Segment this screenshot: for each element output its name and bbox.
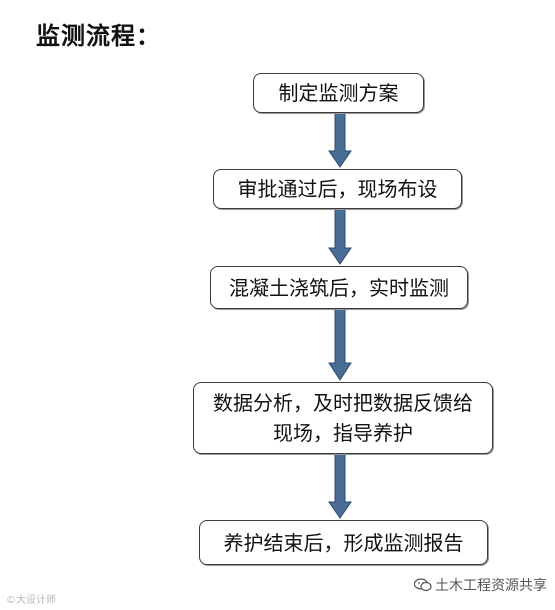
flow-step-text: 审批通过后，现场布设 (237, 177, 438, 201)
flow-step-report: 养护结束后，形成监测报告 (199, 520, 488, 565)
flow-step-text-line-1: 数据分析，及时把数据反馈给 (213, 391, 473, 415)
watermark-left: ©大设计师 (6, 595, 56, 606)
flow-step-text: 制定监测方案 (278, 81, 399, 105)
flow-step-text: 混凝土浇筑后，实时监测 (229, 275, 449, 300)
flow-arrow-1 (328, 112, 352, 168)
flow-step-monitoring: 混凝土浇筑后，实时监测 (210, 266, 468, 309)
watermark-right-text: 土木工程资源共享 (435, 578, 547, 594)
flow-step-text-line-2: 现场，指导养护 (273, 421, 413, 445)
page-title: 监测流程： (36, 22, 161, 50)
flow-step-text: 养护结束后，形成监测报告 (223, 530, 464, 555)
flow-arrow-3 (328, 308, 352, 381)
watermark-right: 土木工程资源共享 (414, 575, 547, 595)
flow-arrow-4 (328, 453, 352, 519)
flow-arrow-2 (328, 208, 352, 265)
flow-step-analysis: 数据分析，及时把数据反馈给 现场，指导养护 (193, 382, 493, 454)
flow-step-approval: 审批通过后，现场布设 (213, 169, 462, 209)
flow-step-plan: 制定监测方案 (253, 73, 424, 113)
wechat-icon (414, 578, 432, 592)
